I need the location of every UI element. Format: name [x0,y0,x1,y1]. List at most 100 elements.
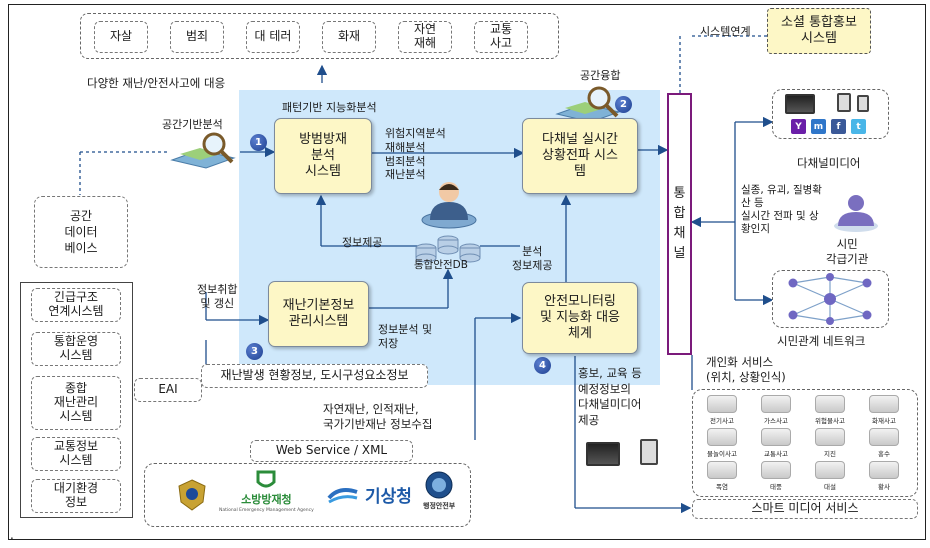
phone-icon [857,95,869,112]
heatwave-icon [707,461,737,479]
twitter-icon: t [851,119,866,134]
citizen-icon [834,195,878,232]
tv-icon [785,94,815,114]
personal-service-title: 개인화 서비스 (위치, 상황인식) [706,355,786,384]
disaster-status-info: 재난발생 현황정보, 도시구성요소정보 [201,364,428,388]
traffic-info-system: 교통정보 시스템 [31,437,121,471]
analysis-provide-label: 분석 정보제공 [512,245,553,273]
heavy-snow-icon [815,461,845,479]
outer-frame [8,4,926,540]
step-3-badge: 3 [246,343,263,360]
pr-media-text: 홍보, 교육 등 예정정보의 다채널미디어 제공 [578,366,642,427]
corner-mark: . [10,528,14,542]
multichannel-media-panel: Y m f t [772,89,889,139]
info-collection-label: 자연재난, 인적재난, 국가기반재난 정보수집 [323,402,433,431]
fire-agency-name: 소방방재청 [241,493,292,506]
left-systems-panel: 긴급구조 연계시스템 통합운영 시스템 종합 재난관리 시스템 교통정보 시스템… [20,282,133,518]
citizen-info-text: 실종, 유괴, 질병확 산 등 실시간 전파 및 상 황인지 [741,184,822,236]
incident-crime: 범죄 [170,21,224,53]
mopas-emblem-icon [425,471,453,499]
facebook-icon: f [831,119,846,134]
fire-shield-icon [256,470,276,488]
spatial-database: 공간 데이터 베이스 [34,196,128,268]
crime-prevention-system: 방범방재 분석 시스템 [274,118,372,194]
incident-types-panel: 자살 범죄 대 테러 화재 자연 재해 교통 사고 [80,13,559,59]
smart-media-service: 스마트 미디어 서비스 [692,499,918,519]
system-link-label: 시스템연계 [700,25,751,38]
hazmat-accident-icon [815,395,845,413]
step-2-badge: 2 [615,96,632,113]
integrated-operation-system: 통합운영 시스템 [31,332,121,366]
info-collect-label: 정보취합 및 갱신 [197,283,238,311]
info-analysis-label: 정보분석 및 저장 [378,323,433,351]
personal-service-panel: 전기사고 가스사고 위험물사고 화재사고 물놀이사고 교통사고 지진 홍수 폭염… [692,389,918,497]
kma-swirl-icon [327,487,358,503]
tablet-icon [837,93,851,112]
kma-logo: 기상청 [325,482,412,507]
earthquake-icon [815,428,845,446]
yahoo-icon: Y [791,119,806,134]
operator-icon [421,182,477,229]
network-icon [788,273,872,325]
incident-natural: 자연 재해 [398,21,452,53]
service-water: 물놀이사고 [700,428,744,466]
disaster-info-system: 재난기본정보 관리시스템 [268,281,369,347]
emergency-rescue-system: 긴급구조 연계시스템 [31,288,121,322]
citizen-network-panel [772,270,889,328]
service-electric: 전기사고 [700,395,744,433]
incident-terror: 대 테러 [246,21,300,53]
safety-monitoring-system: 안전모니터링 및 지능화 대응 체계 [522,282,638,354]
map-magnifier-icon-right [555,86,621,123]
service-flood: 홍수 [862,428,906,466]
service-fire: 화재사고 [862,395,906,433]
disaster-management-system: 종합 재난관리 시스템 [31,376,121,430]
space-based-analysis-label: 공간기반분석 [162,118,223,131]
space-fusion-label: 공간융합 [580,69,621,82]
pr-tablet-icon [640,439,658,465]
map-magnifier-icon-left [170,132,236,169]
service-hazmat: 위험물사고 [808,395,852,433]
water-accident-icon [707,428,737,446]
mopas-name: 행정안전부 [423,502,456,510]
social-pr-system: 소셜 통합홍보 시스템 [767,8,871,54]
info-provide-label: 정보제공 [342,236,383,249]
incident-fire: 화재 [322,21,376,53]
web-service-xml: Web Service / XML [250,440,413,462]
multichannel-media-label: 다채널미디어 [797,156,861,170]
integrated-channel: 통 합 채 널 [667,93,692,355]
integrated-db-icon [415,235,481,263]
fire-accident-icon [869,395,899,413]
gas-accident-icon [761,395,791,413]
incident-suicide: 자살 [94,21,148,53]
service-heatwave: 폭염 [700,461,744,499]
service-typhoon: 태풍 [754,461,798,499]
electric-accident-icon [707,395,737,413]
typhoon-icon [761,461,791,479]
service-earthquake: 지진 [808,428,852,466]
traffic-accident-icon [761,428,791,446]
multichannel-broadcast-system: 다채널 실시간 상황전파 시스 템 [522,118,638,194]
pr-tv-icon [586,442,620,466]
service-traffic: 교통사고 [754,428,798,466]
incident-traffic: 교통 사고 [474,21,528,53]
messenger-icon: m [811,119,826,134]
step-1-badge: 1 [250,134,267,151]
integrated-db-label: 통합안전DB [414,259,468,271]
eai-box: EAI [134,378,202,402]
air-quality-system: 대기환경 정보 [31,479,121,513]
flood-icon [869,428,899,446]
pattern-analysis-label: 패턴기반 지능화분석 [282,101,377,114]
fire-agency-subtitle: National Emergency Management Agency [219,508,314,513]
fire-agency-logo: 소방방재청 National Emergency Management Agen… [219,470,314,513]
risk-analysis-labels: 위험지역분석 재해분석 범죄분석 재난분석 [385,127,446,182]
yellow-dust-icon [869,461,899,479]
citizen-network-label: 시민관계 네트워크 [777,334,866,348]
agencies-panel: 소방방재청 National Emergency Management Agen… [144,463,471,527]
step-4-badge: 4 [534,357,551,374]
citizen-agencies-label: 시민 각급기관 [826,237,869,266]
service-yellow-dust: 황사 [862,461,906,499]
service-heavy-snow: 대설 [808,461,852,499]
top-caption: 다양한 재난/안전사고에 대응 [87,76,226,90]
